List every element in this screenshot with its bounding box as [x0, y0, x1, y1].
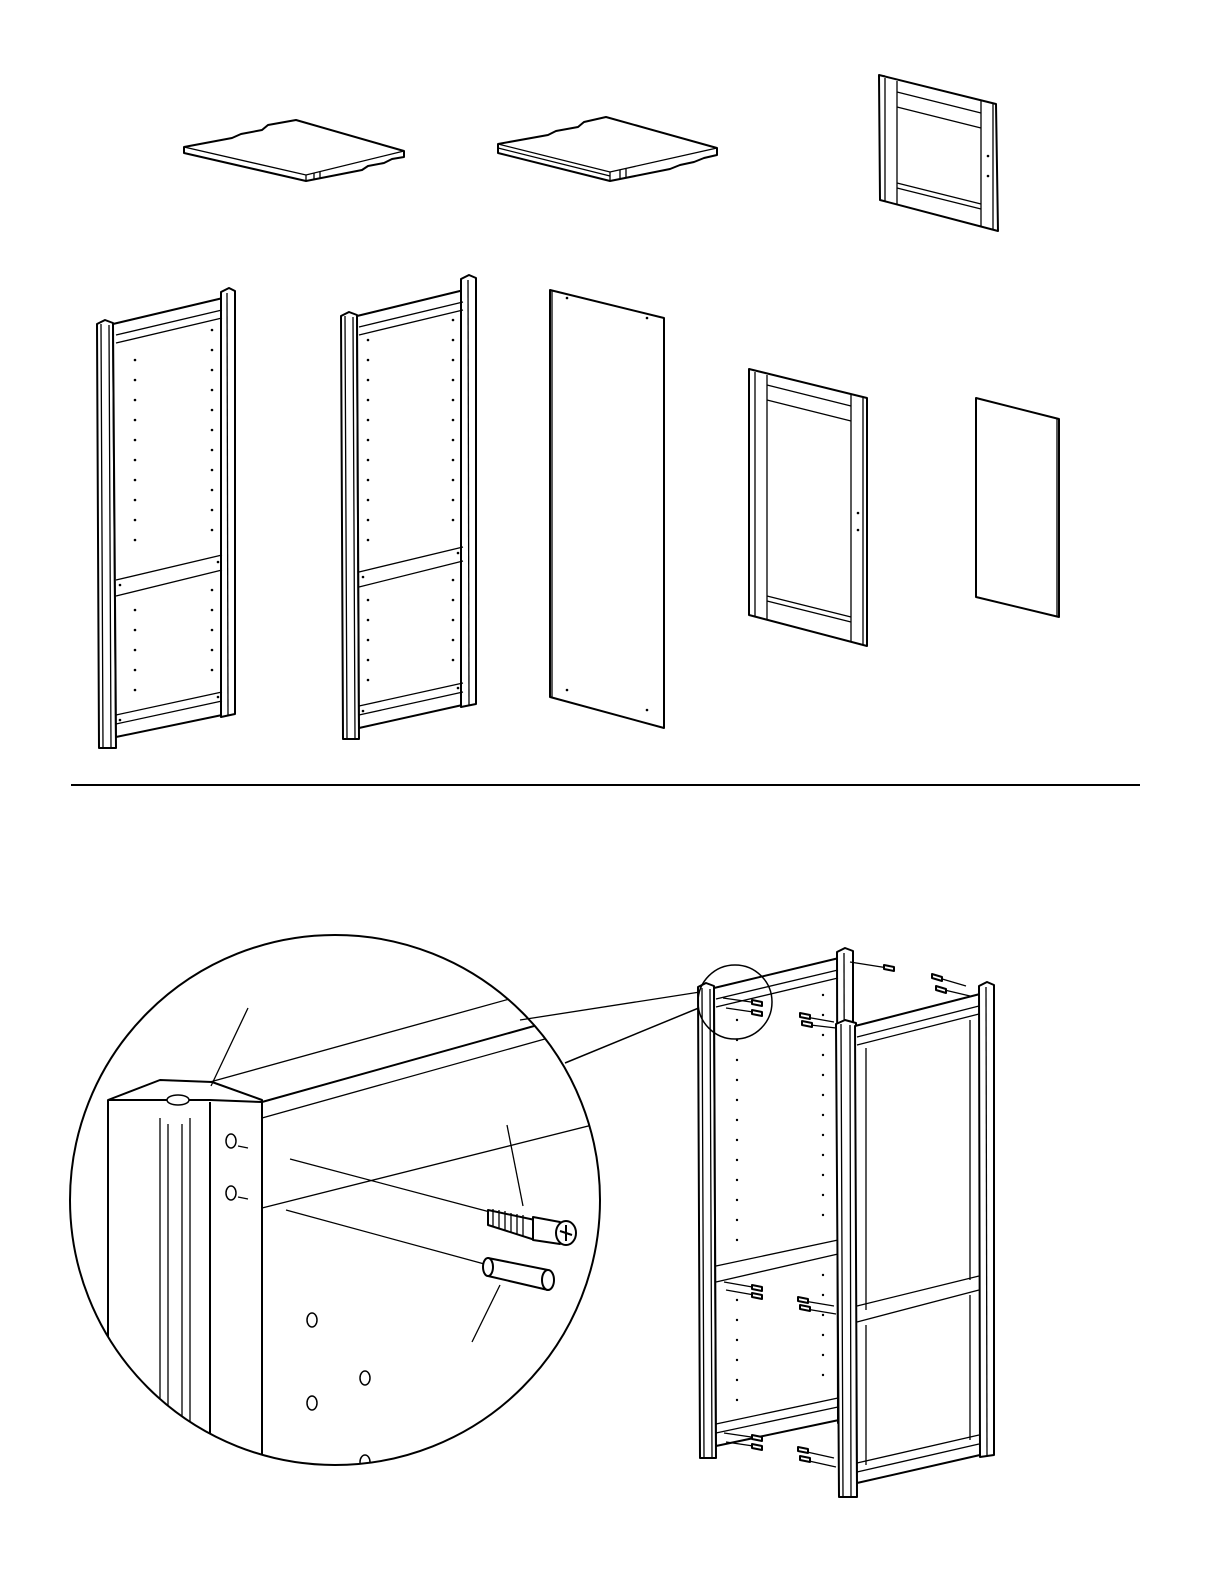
parts-overview — [97, 75, 1059, 748]
cam-lock-bolt — [488, 1209, 576, 1245]
assembled-frame — [698, 948, 994, 1497]
assembly-step — [70, 935, 994, 1500]
wooden-dowel — [483, 1258, 554, 1290]
shelf-panel-2 — [498, 117, 717, 181]
shelf-panel-1 — [184, 120, 404, 181]
small-door-frame — [879, 75, 998, 231]
back-panel — [550, 290, 664, 728]
glass-panel — [976, 398, 1059, 617]
side-frame-left — [97, 288, 235, 748]
detail-callout — [70, 935, 620, 1500]
tall-door-frame — [749, 369, 867, 646]
callout-connector — [565, 1005, 706, 1063]
side-frame-right — [341, 275, 476, 739]
